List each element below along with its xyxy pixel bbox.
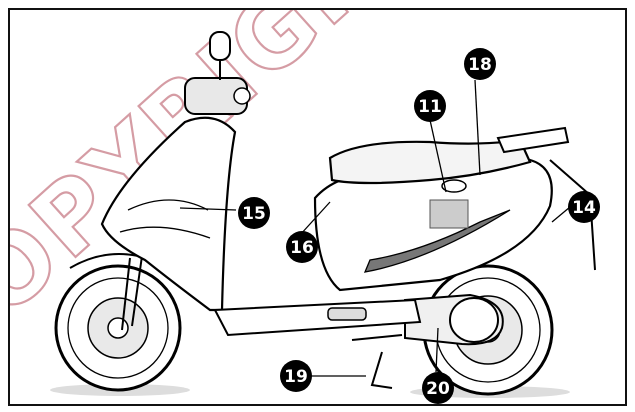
callout-label: 11 [418, 97, 442, 117]
leader-lines [179, 79, 571, 377]
floorboard [213, 298, 422, 337]
callout-badge [464, 48, 496, 80]
mirror [209, 31, 231, 61]
exhaust-muffler [404, 293, 504, 346]
callout-14: 14 [568, 191, 600, 223]
callout-badge [414, 90, 446, 122]
handlebar-assembly [184, 31, 251, 115]
side-stand [370, 351, 393, 389]
callout-badge [286, 231, 318, 263]
callout-badge [238, 197, 270, 229]
rear-carrier [496, 126, 570, 154]
callout-11: 11 [414, 90, 446, 122]
callout-badge [280, 360, 312, 392]
callout-19: 19 [280, 360, 312, 392]
diagram-frame: COPYRIGHTED [8, 8, 627, 406]
callout-label: 14 [572, 198, 596, 218]
label-plate [429, 199, 469, 229]
callout-label: 15 [242, 204, 266, 224]
callout-16: 16 [286, 231, 318, 263]
callout-label: 16 [290, 238, 314, 258]
callout-label: 18 [468, 55, 492, 75]
front-fork [121, 257, 131, 331]
callout-label: 19 [284, 367, 308, 387]
scooter-diagram: COPYRIGHTED [10, 10, 600, 404]
callout-label: 20 [426, 379, 450, 399]
callout-20: 20 [422, 372, 454, 404]
callout-15: 15 [238, 197, 270, 229]
callout-18: 18 [464, 48, 496, 80]
callout-badge [422, 372, 454, 404]
front-leg-shield [100, 116, 237, 312]
fuel-lid [441, 179, 467, 193]
callout-badge [568, 191, 600, 223]
callout-group: 11 14 15 16 18 19 20 [238, 48, 600, 404]
